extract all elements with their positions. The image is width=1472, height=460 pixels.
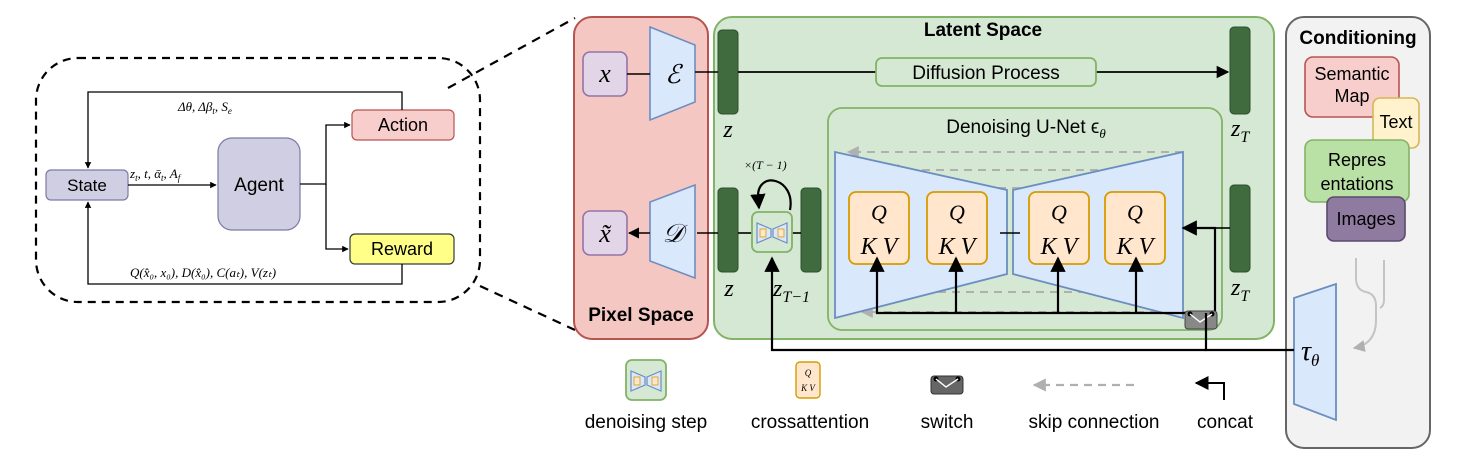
conditioning-to-step — [764, 256, 1206, 352]
agent-to-action — [300, 121, 351, 185]
tau-encoder-trapezoid — [1293, 282, 1337, 422]
unet-title: Denoising U-Net ϵθ — [946, 117, 1106, 141]
legend-concat-label: concat — [1197, 412, 1254, 433]
svg-text:Q: Q — [1127, 200, 1143, 225]
latent-bar-zT-top — [1229, 26, 1251, 115]
agent-label: Agent — [234, 175, 284, 196]
conditioning-arrows — [869, 256, 1215, 315]
label-zT-top: zT — [1230, 116, 1250, 146]
encoder-trapezoid — [649, 25, 696, 122]
conditioning-title: Conditioning — [1299, 28, 1416, 49]
latent-bar-z-bottom — [717, 187, 739, 273]
label-z-bottom: z — [723, 276, 734, 302]
representations-label-2: entations — [1320, 174, 1393, 194]
zoom-line-bottom — [479, 285, 576, 331]
input-x-label: x — [598, 59, 611, 88]
semantic-map-label-2: Map — [1334, 86, 1369, 106]
action-label: Action — [378, 115, 428, 135]
svg-text:K V: K V — [1116, 234, 1156, 260]
pixel-space-title: Pixel Space — [588, 305, 694, 326]
legend-denoising-step-label: denoising step — [585, 412, 708, 433]
feedback-loop — [84, 91, 403, 169]
legend-concat-icon — [1194, 376, 1225, 400]
attn-block-3: Q K V — [1028, 191, 1090, 265]
svg-text:K V: K V — [860, 234, 900, 260]
latent-bar-zT-bottom — [1229, 184, 1251, 273]
svg-text:K V: K V — [938, 234, 978, 260]
agent-to-reward — [325, 184, 349, 253]
legend-crossattention-icon: Q K V — [795, 361, 821, 399]
latent-space: Latent Space z zT z zT−1 zT Diffusion Pr… — [695, 16, 1275, 340]
feedback-label: Δθ, Δβt, Se — [177, 99, 232, 116]
svg-text:Q: Q — [871, 200, 887, 225]
repeat-loop-arrow — [750, 179, 792, 211]
legend-switch-icon — [930, 375, 964, 395]
state-label: State — [67, 176, 107, 195]
output-x-label: x̃ — [598, 219, 612, 248]
output-x-box — [582, 210, 628, 256]
attn-block-2: Q K V — [926, 191, 988, 265]
svg-text:K V: K V — [1040, 234, 1080, 260]
svg-text:Q: Q — [1051, 200, 1067, 225]
conditioning-merge-lines — [1352, 258, 1385, 352]
representations-label-1: Repres — [1328, 150, 1386, 170]
action-box — [351, 109, 455, 141]
svg-text:Q: Q — [949, 200, 965, 225]
switch-icon — [1184, 310, 1218, 330]
agent-panel: State Agent Action Reward zt, t, ᾱt, Af … — [34, 17, 576, 331]
label-zT-bottom: zT — [1230, 275, 1250, 305]
encoder-label: ℰ — [665, 60, 683, 89]
legend-skip-label: skip connection — [1029, 412, 1160, 433]
label-z-top: z — [722, 117, 733, 143]
legend-denoising-step-icon — [625, 359, 667, 401]
conditioning: Conditioning Semantic Map Text Repres en… — [1285, 16, 1431, 449]
tau-label: τθ — [1301, 336, 1319, 370]
latent-bar-z-top — [717, 29, 739, 115]
pixel-space: Pixel Space x x̃ ℰ 𝒟 — [573, 16, 709, 340]
images-label: Images — [1336, 209, 1395, 229]
attn-block-1: Q K V — [848, 191, 910, 265]
attn-block-4: Q K V — [1104, 191, 1166, 265]
diffusion-process-label: Diffusion Process — [912, 63, 1060, 84]
legend: denoising step Q K V crossattention swit… — [585, 359, 1254, 433]
latent-bar-zT1 — [800, 187, 822, 273]
decoder-trapezoid — [649, 183, 696, 280]
svg-text:Q: Q — [805, 368, 812, 378]
label-zT1: zT−1 — [772, 276, 810, 306]
svg-text:K V: K V — [800, 383, 816, 393]
text-label: Text — [1379, 112, 1412, 132]
reward-label: Reward — [371, 239, 433, 259]
legend-switch-label: switch — [921, 412, 974, 433]
reward-loop — [84, 201, 403, 285]
semantic-map-label-1: Semantic — [1314, 64, 1389, 84]
reward-formula: Q(x̂₀, x₀), D(x̂₀), C(aₜ), V(zₜ) — [130, 265, 276, 280]
legend-crossattention-label: crossattention — [751, 412, 869, 433]
zoom-line-top — [447, 17, 576, 89]
repeat-label: ×(T − 1) — [744, 158, 787, 172]
diffusion-process-box — [875, 57, 1097, 87]
latent-space-title: Latent Space — [924, 20, 1042, 41]
denoising-step-icon — [756, 222, 788, 244]
obs-label: zt, t, ᾱt, Af — [129, 166, 182, 183]
denoising-step-box — [751, 211, 793, 253]
agent-panel-border — [34, 56, 482, 304]
images-box — [1326, 196, 1406, 242]
